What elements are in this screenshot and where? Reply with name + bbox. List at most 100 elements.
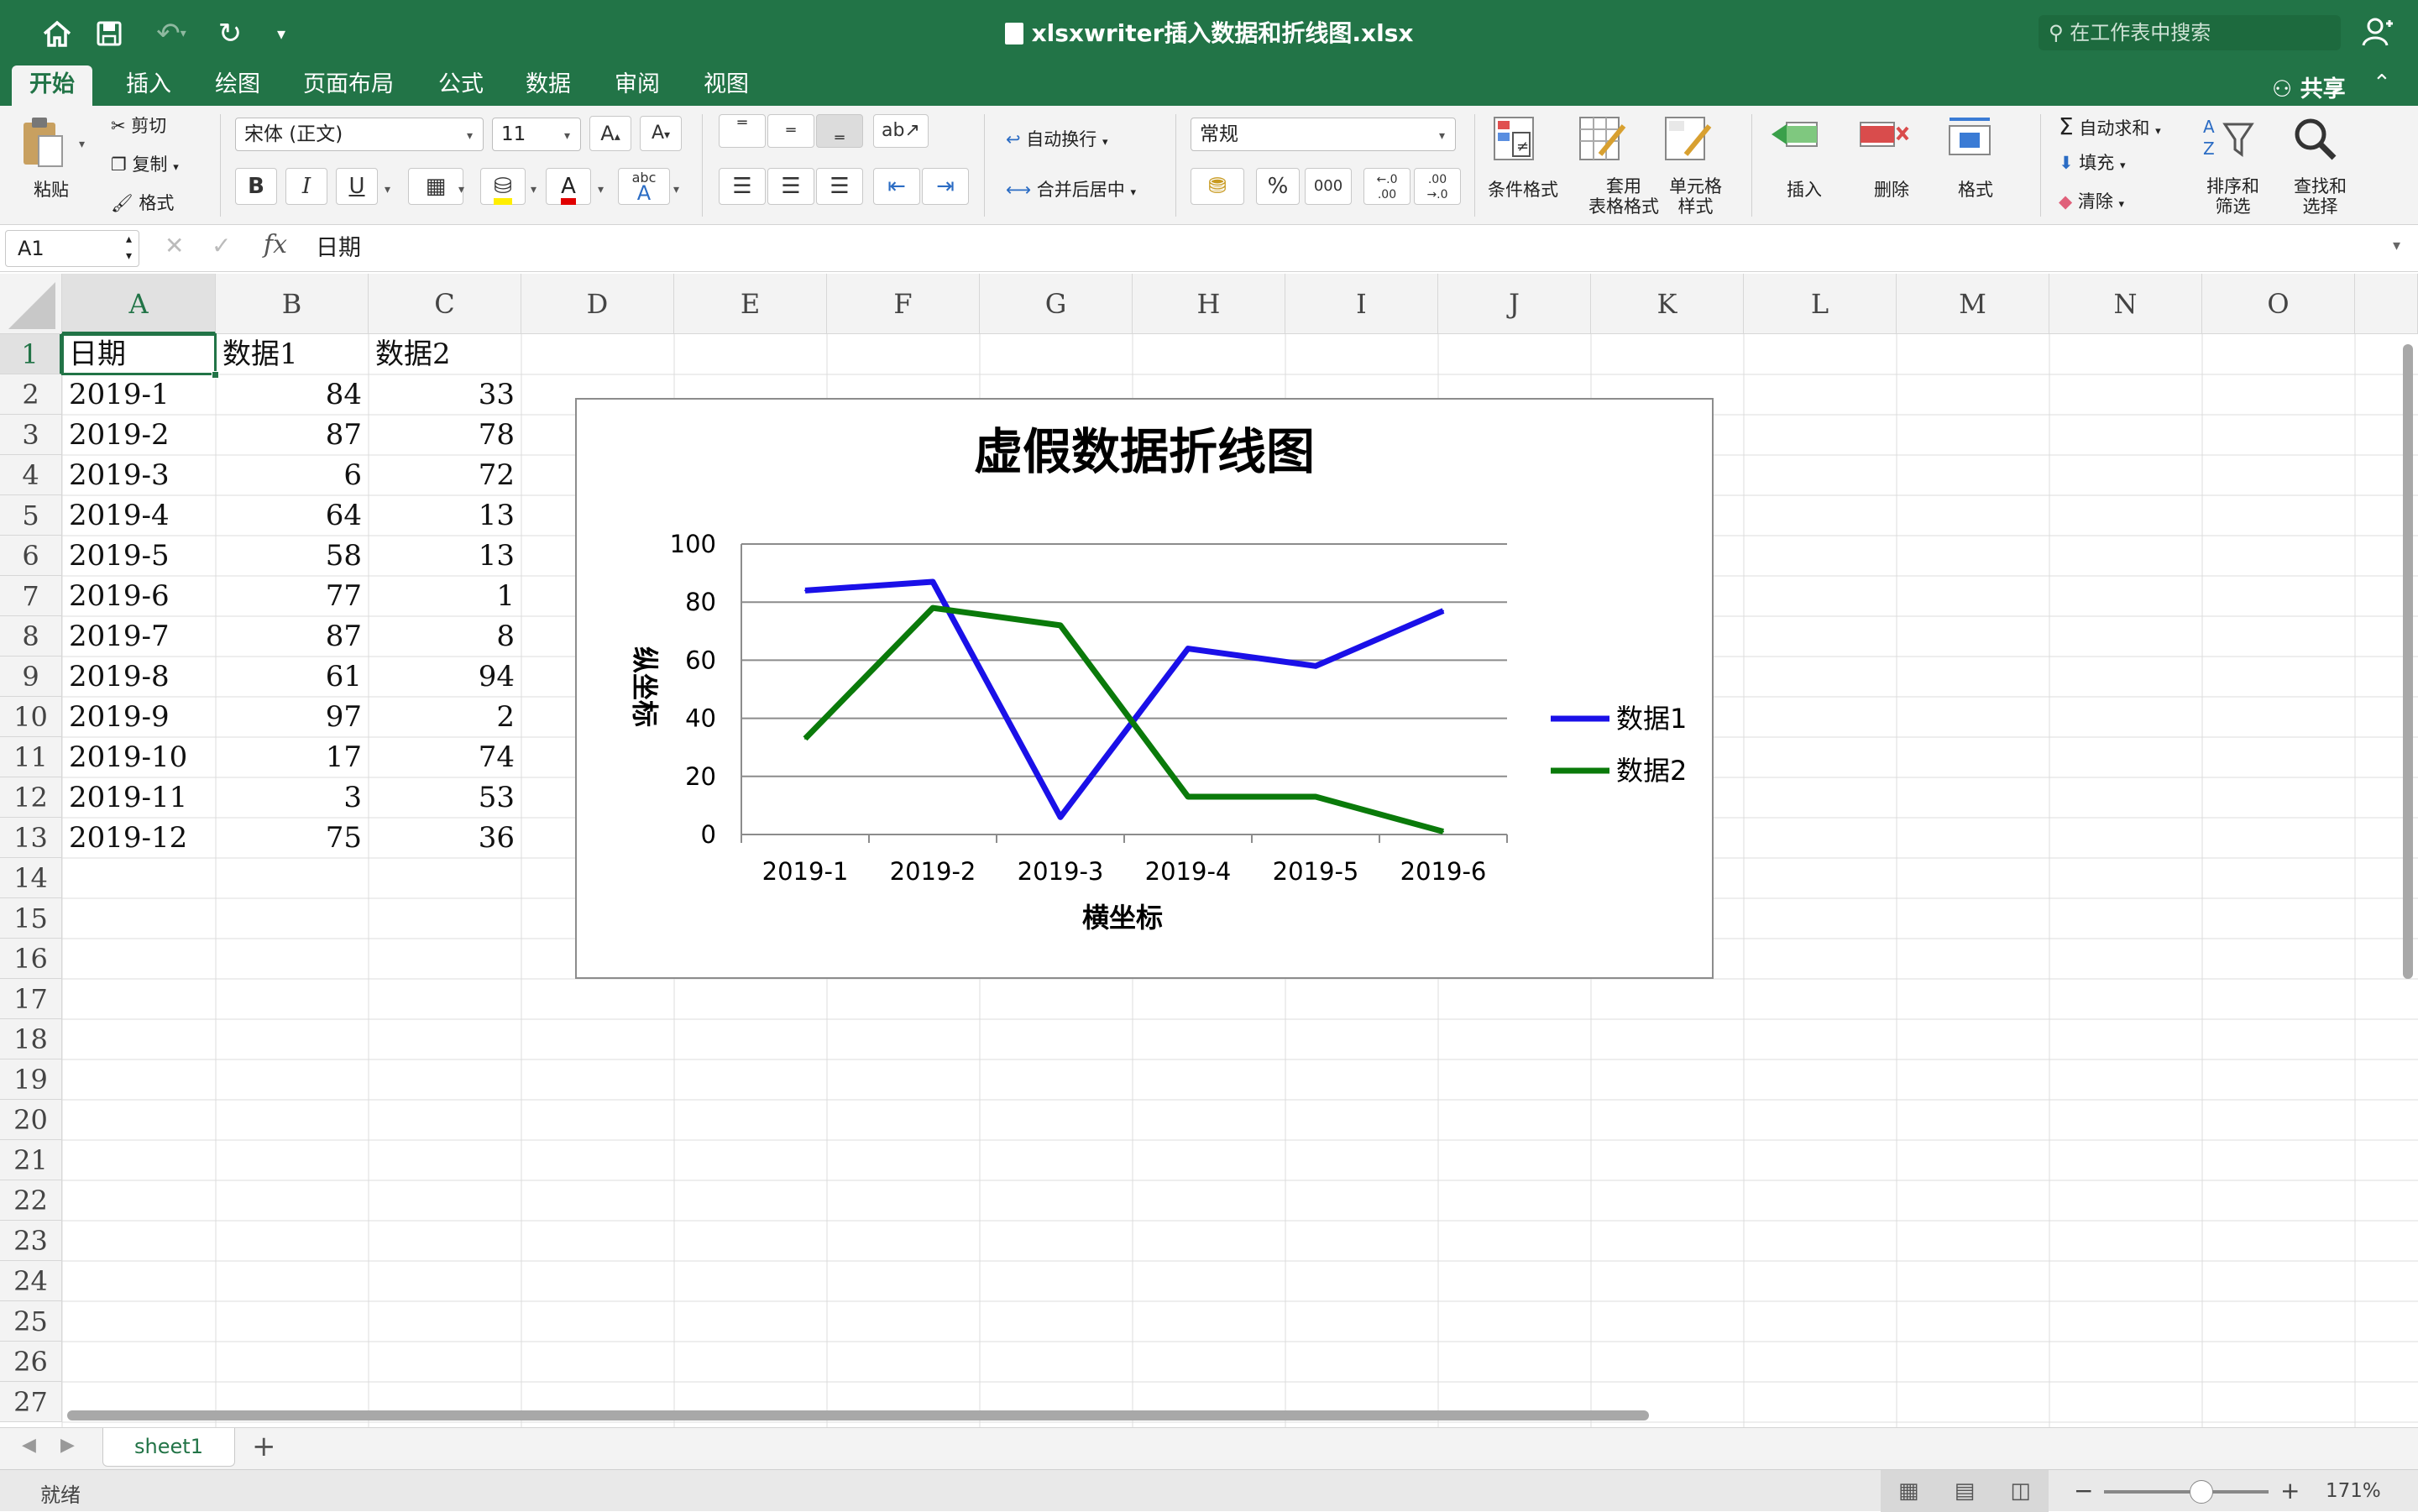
page-break-view-icon[interactable]: ◫ xyxy=(2010,1478,2031,1504)
decrease-indent-button[interactable]: ⇤ xyxy=(873,168,920,205)
cell-b12[interactable]: 3 xyxy=(343,781,362,814)
fill-handle[interactable] xyxy=(212,371,219,379)
zoom-slider[interactable] xyxy=(2104,1490,2269,1494)
cell-c11[interactable]: 74 xyxy=(478,740,515,774)
row-header-21[interactable]: 21 xyxy=(0,1140,62,1180)
function-icon[interactable]: fx xyxy=(264,230,288,259)
column-header-l[interactable]: L xyxy=(1744,274,1897,334)
align-center-button[interactable]: ☰ xyxy=(767,168,814,205)
align-bottom-button[interactable]: ═ xyxy=(816,114,863,148)
cell-a11[interactable]: 2019-10 xyxy=(69,740,188,774)
home-icon[interactable] xyxy=(37,13,77,54)
confirm-icon[interactable]: ✓ xyxy=(212,232,232,259)
cell-c7[interactable]: 1 xyxy=(496,579,515,613)
row-header-25[interactable]: 25 xyxy=(0,1301,62,1342)
undo-icon[interactable]: ↶▾ xyxy=(156,17,186,50)
row-header-15[interactable]: 15 xyxy=(0,898,62,939)
cell-c6[interactable]: 13 xyxy=(478,539,515,573)
cell-b6[interactable]: 58 xyxy=(325,539,362,573)
row-header-4[interactable]: 4 xyxy=(0,455,62,495)
font-size-select[interactable]: 11 xyxy=(492,118,581,151)
row-header-16[interactable]: 16 xyxy=(0,939,62,979)
cell-styles-icon[interactable] xyxy=(1661,112,1719,166)
percent-button[interactable]: % xyxy=(1256,168,1300,205)
series-line-2[interactable] xyxy=(803,604,1444,834)
fill-color-button[interactable]: ⛁ xyxy=(480,168,526,205)
cell-a1[interactable]: 日期 xyxy=(69,337,126,371)
accounting-format-button[interactable]: ⛃ xyxy=(1191,168,1244,205)
column-header-o[interactable]: O xyxy=(2202,274,2355,334)
column-header-m[interactable]: M xyxy=(1897,274,2049,334)
row-header-1[interactable]: 1 xyxy=(0,334,62,374)
expand-formula-icon[interactable]: ▾ xyxy=(2393,237,2401,254)
redo-icon[interactable]: ↻ xyxy=(217,17,243,50)
cell-b13[interactable]: 75 xyxy=(325,821,362,855)
decrease-decimal-button[interactable]: .00→.0 xyxy=(1414,168,1461,205)
row-header-5[interactable]: 5 xyxy=(0,495,62,536)
row-header-22[interactable]: 22 xyxy=(0,1180,62,1221)
comma-style-button[interactable]: 000 xyxy=(1305,168,1352,205)
column-header-b[interactable]: B xyxy=(216,274,369,334)
paste-icon[interactable] xyxy=(18,114,69,173)
italic-button[interactable]: I xyxy=(285,168,327,205)
underline-button[interactable]: U xyxy=(336,168,378,205)
tab-view[interactable]: 视图 xyxy=(704,71,749,97)
row-header-20[interactable]: 20 xyxy=(0,1100,62,1140)
column-header-a[interactable]: A xyxy=(62,274,216,334)
column-header-g[interactable]: G xyxy=(980,274,1133,334)
cell-c10[interactable]: 2 xyxy=(496,700,515,734)
delete-cells-icon[interactable] xyxy=(1857,114,1916,168)
zoom-level[interactable]: 171% xyxy=(2326,1480,2381,1502)
cell-c8[interactable]: 8 xyxy=(496,620,515,653)
cell-c3[interactable]: 78 xyxy=(478,418,515,452)
cell-c9[interactable]: 94 xyxy=(478,660,515,693)
format-as-table-icon[interactable] xyxy=(1575,112,1634,166)
cell-a10[interactable]: 2019-9 xyxy=(69,700,170,734)
borders-dropdown-icon[interactable]: ▾ xyxy=(458,183,465,196)
cell-a13[interactable]: 2019-12 xyxy=(69,821,188,855)
borders-button[interactable]: ▦ xyxy=(408,168,463,205)
name-box[interactable]: A1▴▾ xyxy=(5,230,139,267)
phonetic-dropdown-icon[interactable]: ▾ xyxy=(673,183,680,196)
zoom-out-icon[interactable]: − xyxy=(2074,1477,2094,1504)
page-layout-view-icon[interactable]: ▤ xyxy=(1954,1478,1976,1504)
bold-button[interactable]: B xyxy=(235,168,277,205)
cell-b7[interactable]: 77 xyxy=(325,579,362,613)
cell-b1[interactable]: 数据1 xyxy=(222,337,298,371)
next-sheet-icon[interactable]: ▶ xyxy=(60,1435,75,1456)
fill-color-dropdown-icon[interactable]: ▾ xyxy=(531,183,537,196)
column-header-c[interactable]: C xyxy=(369,274,521,334)
cell-a8[interactable]: 2019-7 xyxy=(69,620,170,653)
cell-a5[interactable]: 2019-4 xyxy=(69,499,170,532)
format-cells-icon[interactable] xyxy=(1944,114,2003,168)
collapse-ribbon-icon[interactable]: ⌃ xyxy=(2373,71,2391,96)
tab-draw[interactable]: 绘图 xyxy=(215,71,260,97)
font-size-dropdown-icon[interactable]: ▾ xyxy=(564,129,571,143)
sheet-tab-sheet1[interactable]: sheet1 xyxy=(102,1428,235,1467)
column-header-h[interactable]: H xyxy=(1133,274,1285,334)
column-header-n[interactable]: N xyxy=(2049,274,2202,334)
row-header-11[interactable]: 11 xyxy=(0,737,62,777)
font-name-select[interactable]: 宋体 (正文) xyxy=(235,118,484,151)
vertical-scrollbar[interactable] xyxy=(2403,344,2413,979)
row-header-13[interactable]: 13 xyxy=(0,818,62,858)
align-middle-button[interactable]: ═ xyxy=(767,114,814,148)
fill-button[interactable]: ⬇ 填充 ▾ xyxy=(2059,153,2126,173)
row-header-12[interactable]: 12 xyxy=(0,777,62,818)
row-header-17[interactable]: 17 xyxy=(0,979,62,1019)
copy-button[interactable]: ❐ 复制 ▾ xyxy=(111,154,179,175)
cell-a9[interactable]: 2019-8 xyxy=(69,660,170,693)
cell-b8[interactable]: 87 xyxy=(325,620,362,653)
row-header-6[interactable]: 6 xyxy=(0,536,62,576)
zoom-slider-handle[interactable] xyxy=(2190,1480,2213,1504)
underline-dropdown-icon[interactable]: ▾ xyxy=(385,183,391,196)
row-header-9[interactable]: 9 xyxy=(0,657,62,697)
column-header-j[interactable]: J xyxy=(1438,274,1591,334)
zoom-in-icon[interactable]: + xyxy=(2280,1477,2300,1504)
prev-sheet-icon[interactable]: ◀ xyxy=(22,1435,36,1456)
column-header-f[interactable]: F xyxy=(827,274,980,334)
decrease-font-button[interactable]: A▾ xyxy=(640,116,682,151)
font-color-button[interactable]: A xyxy=(546,168,591,205)
number-format-dropdown-icon[interactable]: ▾ xyxy=(1439,129,1446,143)
